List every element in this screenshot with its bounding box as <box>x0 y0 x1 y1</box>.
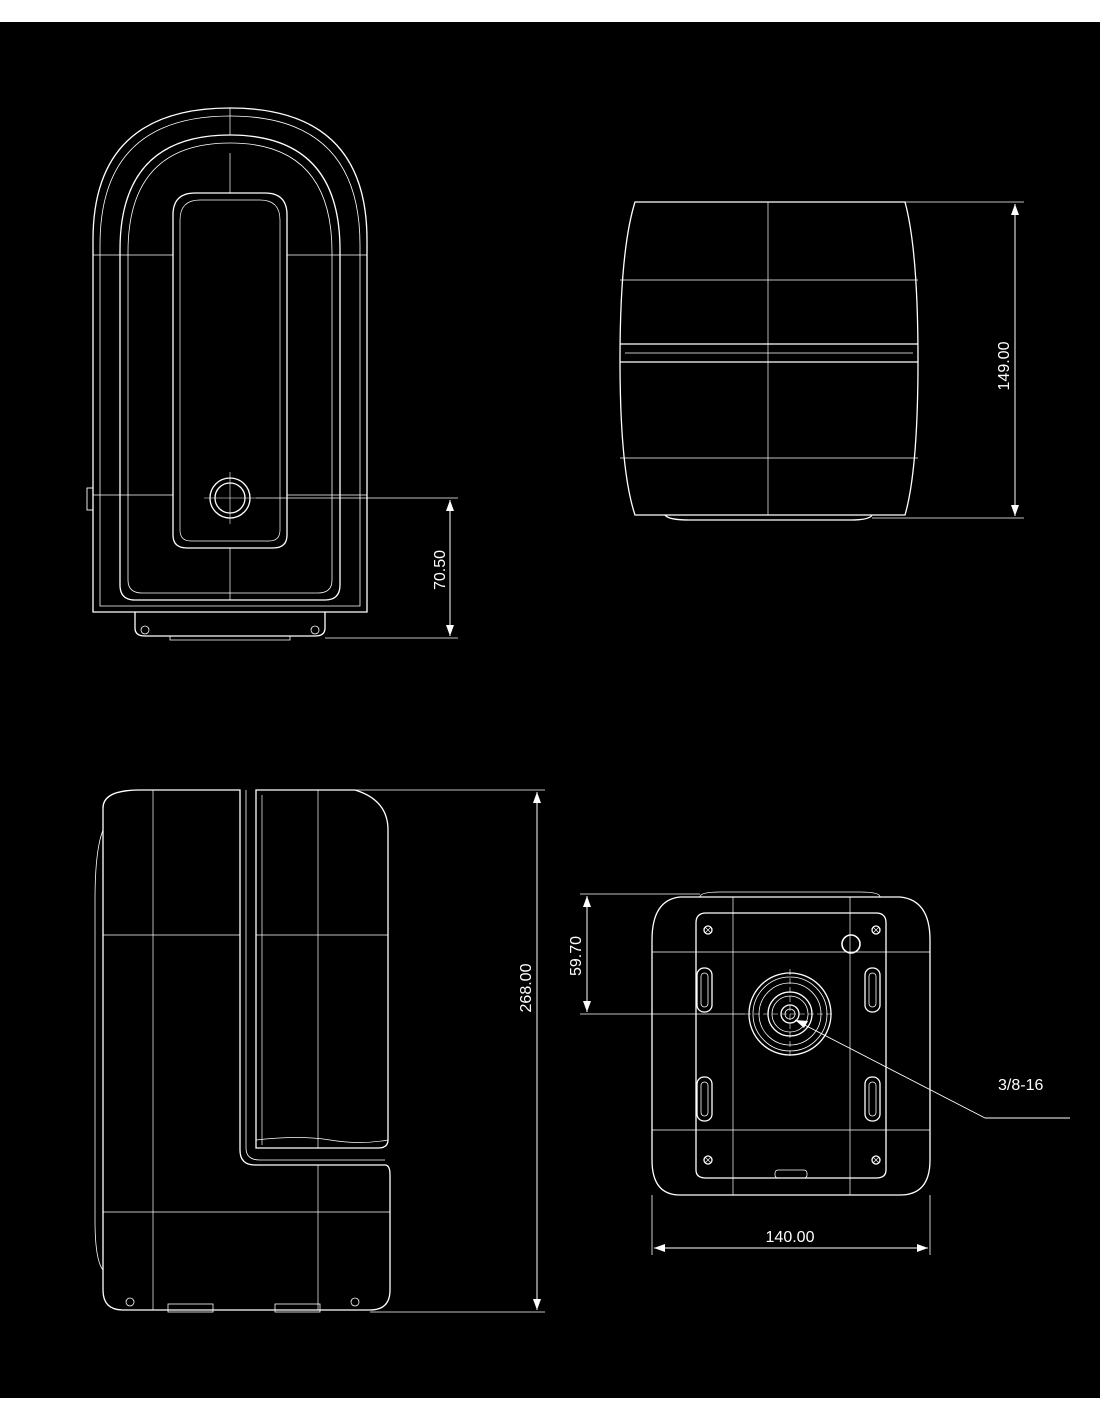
dimension-label-bottom-vertical: 59.70 <box>568 936 585 976</box>
screw-icon <box>703 925 713 935</box>
screw-icon <box>871 1155 881 1165</box>
thread-callout-label: 3/8-16 <box>998 1077 1043 1094</box>
mount-knob-icon <box>204 472 256 524</box>
dimension-label-bottom-horizontal: 140.00 <box>766 1229 815 1246</box>
bottom-view <box>580 891 1070 1255</box>
drawing-sheet <box>0 22 1100 1398</box>
front-view <box>86 107 458 641</box>
dimension-label-profile: 268.00 <box>518 963 535 1012</box>
screw-icon <box>871 925 881 935</box>
dimension-label-side: 149.00 <box>996 341 1013 390</box>
side-view <box>619 201 1024 521</box>
dimension-label-front: 70.50 <box>432 550 449 590</box>
tripod-mount-icon <box>745 969 835 1059</box>
profile-view <box>94 789 545 1313</box>
screw-icon <box>703 1155 713 1165</box>
